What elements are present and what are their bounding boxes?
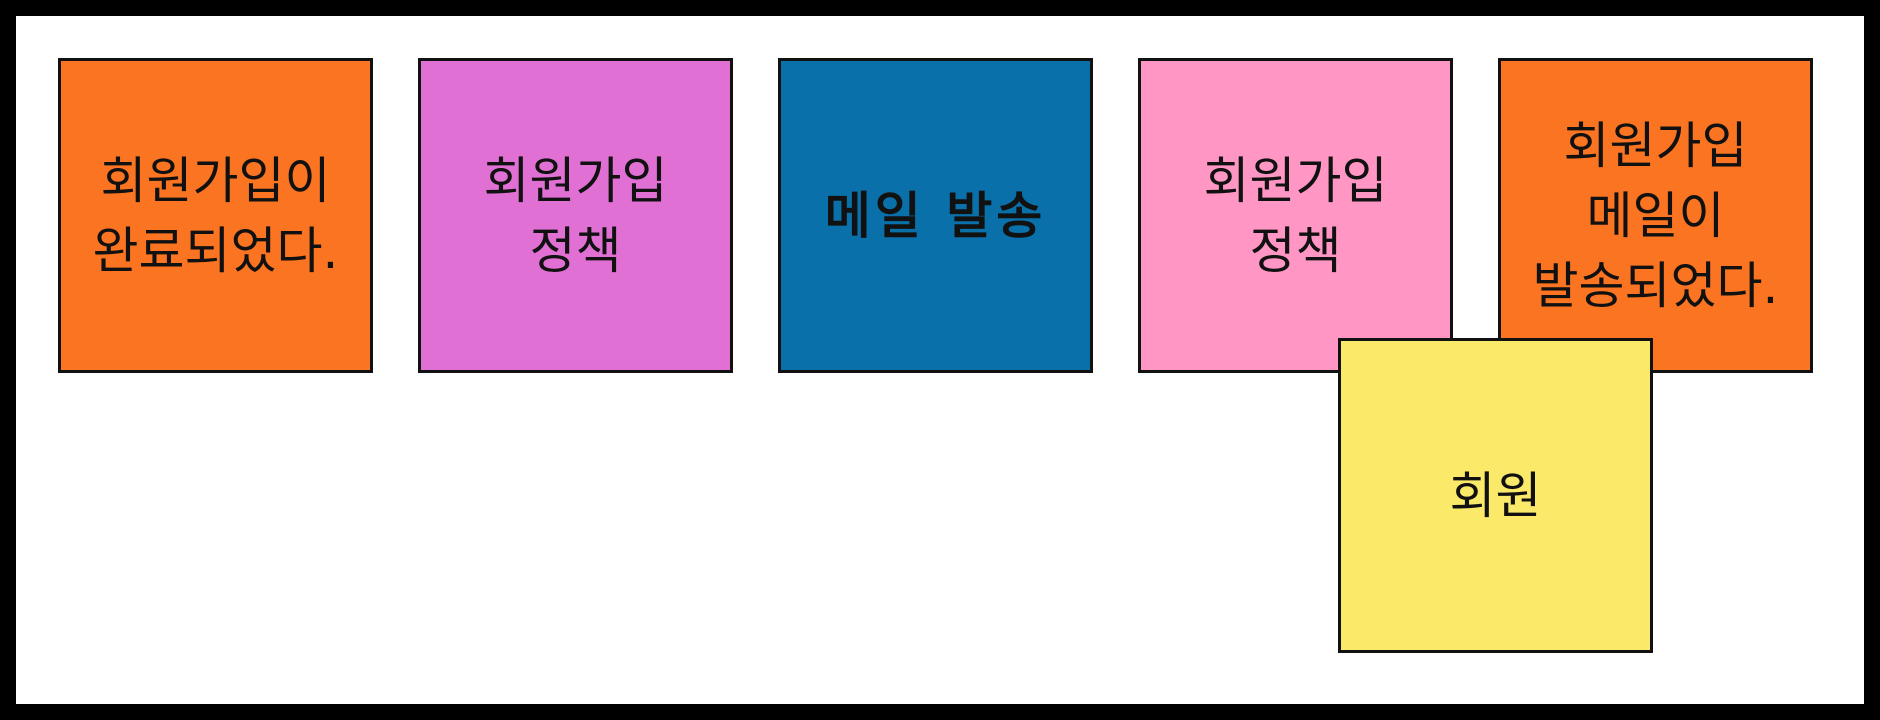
sticky-note-signup-completed-event[interactable]: 회원가입이 완료되었다. [58,58,373,373]
note-text: 회원가입 메일이 발송되었다. [1532,116,1779,315]
note-text: 회원 [1449,466,1542,525]
note-text: 회원가입 정책 [1203,151,1388,280]
note-text: 회원가입이 완료되었다. [92,151,339,280]
sticky-note-signup-policy[interactable]: 회원가입 정책 [418,58,733,373]
sticky-note-mail-sent-event[interactable]: 회원가입 메일이 발송되었다. [1498,58,1813,373]
event-storming-board: 회원가입이 완료되었다. 회원가입 정책 메일 발송 회원가입 정책 회원가입 … [16,16,1864,704]
note-text: 메일 발송 [824,186,1047,245]
note-text: 회원가입 정책 [483,151,668,280]
sticky-note-member-aggregate[interactable]: 회원 [1338,338,1653,653]
sticky-note-send-mail-command[interactable]: 메일 발송 [778,58,1093,373]
sticky-note-signup-policy-2[interactable]: 회원가입 정책 [1138,58,1453,373]
